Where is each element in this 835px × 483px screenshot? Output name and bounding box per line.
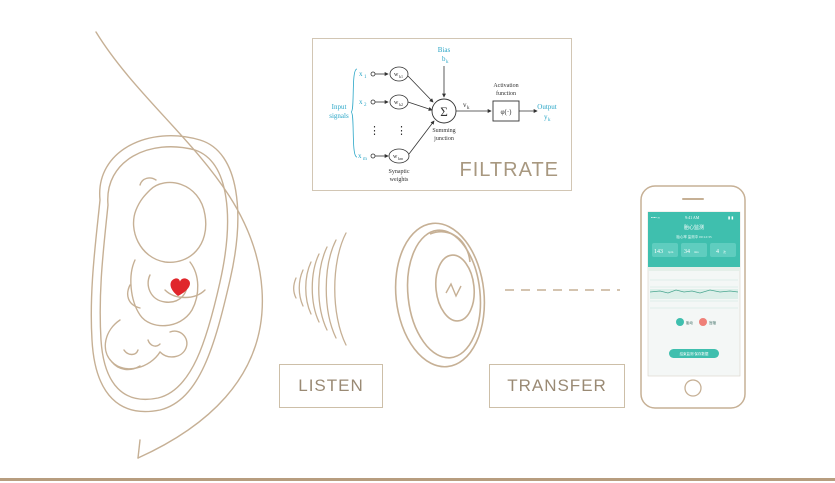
summing-label: Summing bbox=[432, 128, 455, 134]
phone-subtitle: 胎心率 监测中 00:12:35 bbox=[676, 234, 711, 239]
mother-silhouette bbox=[95, 31, 263, 459]
phone-cta-label: 结束监测 保存数据 bbox=[680, 351, 709, 356]
heart-icon bbox=[170, 278, 190, 296]
vertical-dots: ⋮ bbox=[369, 125, 380, 137]
phone-carrier: •••• ≈ bbox=[651, 215, 661, 220]
input-x: x bbox=[358, 152, 362, 160]
bias-label: Bias bbox=[438, 46, 451, 54]
phone-stat-unit: bpm bbox=[668, 250, 674, 254]
weight-w: w bbox=[394, 72, 399, 78]
transfer-label: TRANSFER bbox=[489, 364, 625, 408]
weight-sub: km bbox=[398, 156, 404, 161]
smartphone bbox=[640, 185, 746, 409]
synaptic-weights-label: Synaptic bbox=[389, 169, 410, 175]
vertical-dots: ⋮ bbox=[396, 125, 407, 137]
weight-w: w bbox=[394, 100, 399, 106]
bias-symbol: b bbox=[442, 55, 446, 63]
phone-stat-value: 143 bbox=[654, 249, 663, 255]
neuron-diagram: Input signals x 1 x 2 x m w bbox=[329, 46, 557, 183]
doppler-device bbox=[394, 222, 486, 368]
output-label: Output bbox=[537, 103, 557, 111]
weight-sub: k1 bbox=[399, 74, 403, 79]
weight-sub: k2 bbox=[399, 102, 403, 107]
phone-battery: ▮ ▮ bbox=[728, 215, 733, 220]
phone-button-label: 胎动 bbox=[686, 320, 694, 325]
phone-screen-text: •••• ≈ 9:41 AM ▮ ▮ 胎心监测 胎心率 监测中 00:12:35… bbox=[651, 215, 733, 356]
phone-stat-unit: min bbox=[694, 250, 699, 254]
filtrate-label: FILTRATE bbox=[459, 159, 559, 181]
phone-button-label: 宫缩 bbox=[709, 320, 717, 325]
input-signals-label: Input bbox=[332, 103, 347, 111]
input-x: x bbox=[359, 70, 363, 78]
synaptic-weights-label: weights bbox=[390, 177, 409, 183]
weight-w: w bbox=[393, 154, 398, 160]
summing-label: junction bbox=[433, 136, 454, 142]
input-x-sub: 1 bbox=[364, 75, 367, 80]
bottom-divider bbox=[0, 478, 835, 481]
output-y: y bbox=[544, 113, 548, 121]
phone-stat-value: 4 bbox=[716, 249, 719, 255]
activation-symbol: φ(·) bbox=[500, 108, 512, 116]
sound-waves bbox=[293, 232, 347, 346]
listen-label: LISTEN bbox=[279, 364, 383, 408]
input-x-sub: m bbox=[363, 157, 367, 162]
phone-stat-unit: 次 bbox=[723, 249, 726, 254]
sum-symbol: Σ bbox=[440, 104, 448, 119]
bias-sub: k bbox=[446, 60, 449, 65]
input-x-sub: 2 bbox=[364, 103, 367, 108]
input-signals-label: signals bbox=[329, 112, 349, 120]
input-x: x bbox=[359, 98, 363, 106]
output-sub: k bbox=[548, 118, 551, 123]
phone-stat-value: 34 bbox=[684, 249, 690, 255]
neuron-model-panel: Input signals x 1 x 2 x m w bbox=[312, 38, 572, 191]
v-sub: k bbox=[467, 106, 470, 111]
phone-time: 9:41 AM bbox=[685, 215, 700, 220]
phone-screen-title: 胎心监测 bbox=[684, 224, 704, 231]
womb-illustration bbox=[90, 135, 239, 413]
v-symbol: v bbox=[463, 101, 467, 109]
activation-label: Activation bbox=[493, 83, 518, 89]
activation-label: function bbox=[496, 90, 516, 97]
